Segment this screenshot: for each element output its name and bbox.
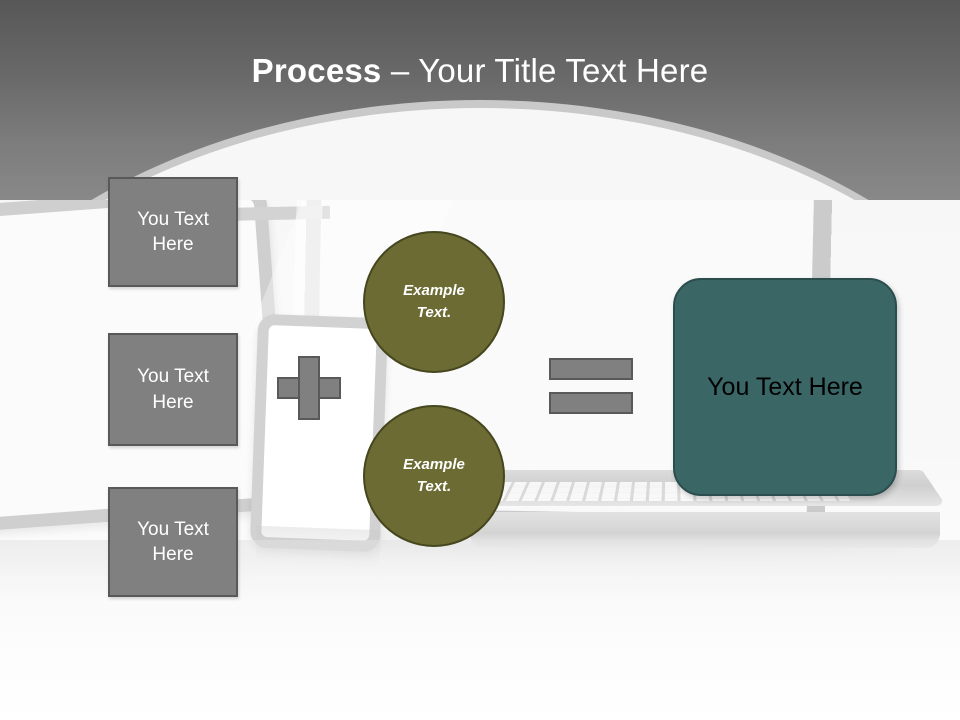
title-banner: [0, 0, 960, 200]
input-box-3[interactable]: You Text Here: [108, 487, 238, 597]
input-box-1-label: You Text Here: [137, 208, 209, 255]
equals-bottom-bar: [549, 392, 633, 414]
plus-sign-icon: [277, 356, 341, 420]
example-circle-1-line2: Text.: [416, 304, 452, 321]
example-circle-1-line1: Example: [403, 282, 465, 300]
example-circle-1-label: Example Text.: [403, 280, 465, 324]
page-title-light: Your Title Text Here: [418, 52, 709, 89]
example-circle-2[interactable]: Example Text.: [363, 405, 505, 547]
page-title-separator: –: [381, 52, 419, 89]
page-title: Process – Your Title Text Here: [0, 52, 960, 90]
example-circle-2-line1: Example: [403, 456, 465, 474]
equals-sign-icon: [549, 358, 633, 416]
plus-center-fill: [300, 379, 318, 397]
result-box[interactable]: You Text Here: [673, 278, 897, 496]
page-title-bold: Process: [251, 52, 382, 89]
input-box-3-label: You Text Here: [137, 518, 209, 565]
example-circle-2-line2: Text.: [416, 478, 452, 495]
equals-top-bar: [549, 358, 633, 380]
smartphone-device-icon: [249, 313, 389, 553]
input-box-1[interactable]: You Text Here: [108, 177, 238, 287]
input-box-2-label: You Text Here: [137, 366, 209, 413]
example-circle-2-label: Example Text.: [403, 454, 465, 498]
example-circle-1[interactable]: Example Text.: [363, 231, 505, 373]
input-box-2[interactable]: You Text Here: [108, 333, 238, 446]
result-box-label: You Text Here: [707, 372, 863, 401]
